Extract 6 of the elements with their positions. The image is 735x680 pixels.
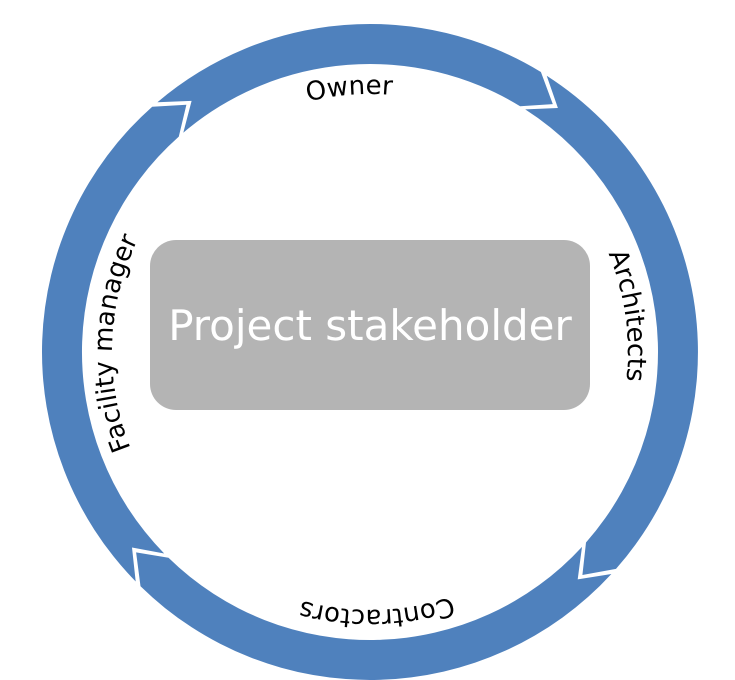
segment-label: Owner bbox=[303, 70, 394, 108]
cycle-arrow-segment bbox=[157, 24, 553, 133]
segment-label: Contractors bbox=[296, 590, 458, 633]
cycle-arrow-segment bbox=[136, 546, 612, 680]
overlay-banner bbox=[150, 240, 590, 410]
banner-title: Project stakeholder bbox=[168, 300, 572, 350]
